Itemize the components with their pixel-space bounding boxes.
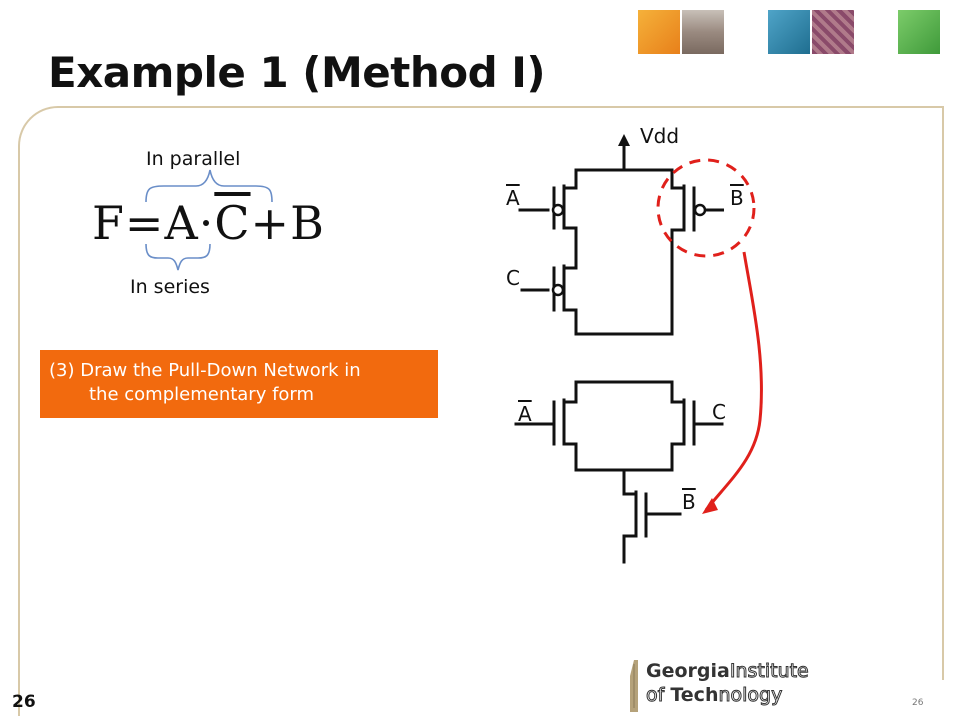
formula-equals: = <box>124 196 165 250</box>
pmos-b-bubble <box>693 203 707 217</box>
vdd-arrowhead <box>618 134 630 146</box>
header-thumbnail-building <box>682 10 724 54</box>
boolean-formula: F=A·C+B <box>92 196 325 250</box>
formula-B: B <box>290 196 325 250</box>
pun-input-b-label: B <box>730 186 744 210</box>
pun-input-c-label: C <box>506 266 520 290</box>
formula-F: F <box>92 196 125 250</box>
content-frame-right-edge <box>942 106 944 680</box>
highlight-circle <box>656 158 756 258</box>
pdn-input-c-label: C <box>712 400 726 424</box>
in-parallel-label: In parallel <box>146 148 241 170</box>
red-arrow-curve <box>704 251 763 511</box>
slide-title: Example 1 (Method I) <box>48 48 546 97</box>
brace-bottom <box>145 243 211 271</box>
content-frame <box>18 106 944 716</box>
georgia-tech-logo: GeorgiaInstitute of Technology <box>612 656 822 714</box>
vdd-label: Vdd <box>640 124 680 148</box>
pdn-input-a-label: A <box>518 402 532 426</box>
gt-logo-georgia: Georgia <box>646 660 730 682</box>
gt-logo-nology: nology <box>718 684 783 707</box>
gt-logo-line2: of Technology <box>645 684 783 707</box>
formula-C: C <box>214 196 251 250</box>
pun-input-a-label: A <box>506 186 520 210</box>
red-arrowhead <box>702 498 718 514</box>
gt-logo-of: of <box>645 684 671 707</box>
pdn-input-b-label: B <box>682 490 696 514</box>
gt-logo-line1: GeorgiaInstitute <box>646 660 809 683</box>
pmos-a-bubble <box>551 203 565 217</box>
header-thumbnail-orange <box>638 10 680 54</box>
slide-number-small: 26 <box>912 698 924 708</box>
step-line-2: the complementary form <box>89 384 315 405</box>
step-line-1: (3) Draw the Pull-Down Network in <box>49 360 361 381</box>
header-thumbnail-circuit <box>812 10 854 54</box>
pmos-c-bubble <box>551 283 565 297</box>
header-thumbnail-green <box>898 10 940 54</box>
gt-logo-tech: Tech <box>670 684 719 706</box>
slide-number: 26 <box>12 692 36 712</box>
formula-dot: · <box>198 196 215 250</box>
brace-top <box>145 169 273 203</box>
formula-plus: + <box>250 196 291 250</box>
georgia-tech-tower-icon <box>630 660 638 712</box>
header-thumbnail-blue <box>768 10 810 54</box>
formula-A: A <box>164 196 199 250</box>
gt-logo-institute: Institute <box>729 660 809 683</box>
step-instruction-box: (3) Draw the Pull-Down Network in the co… <box>40 350 438 418</box>
in-series-label: In series <box>130 276 210 298</box>
